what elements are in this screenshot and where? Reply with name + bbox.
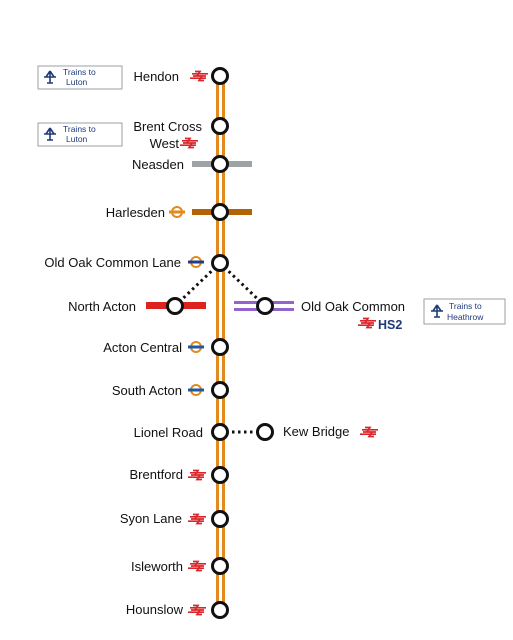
station-label-brentford: Brentford (130, 467, 183, 482)
station-label-south-acton: South Acton (112, 383, 182, 398)
station-label-old-oak-common: Old Oak Common (301, 299, 405, 314)
national-rail-icon (188, 513, 206, 525)
hs2-badge: HS2 (378, 318, 402, 332)
link-north-acton (173, 261, 222, 308)
airport-box-heathrow: Trains to Heathrow (423, 298, 506, 325)
station-label-isleworth: Isleworth (131, 559, 183, 574)
airport-box-line-2: Heathrow (447, 312, 484, 322)
station-marker-kew-bridge (256, 423, 274, 441)
station-label-harlesden: Harlesden (106, 205, 165, 220)
station-label-lionel-road: Lionel Road (134, 425, 203, 440)
station-marker-lionel-road (211, 423, 229, 441)
airport-box-line-1: Trains to (449, 301, 482, 311)
station-label-acton-central: Acton Central (103, 340, 182, 355)
airport-box-line-2: Luton (66, 134, 88, 144)
national-rail-icon (190, 70, 208, 82)
airplane-icon (44, 70, 56, 84)
station-marker-harlesden (211, 203, 229, 221)
station-label-neasden: Neasden (132, 157, 184, 172)
airplane-icon (431, 304, 443, 318)
station-label-brent-cross-west-1: Brent Cross (133, 119, 202, 134)
station-label-syon-lane: Syon Lane (120, 511, 182, 526)
national-rail-icon (188, 469, 206, 481)
station-label-kew-bridge: Kew Bridge (283, 424, 349, 439)
station-marker-neasden (211, 155, 229, 173)
roundel-icons (169, 206, 204, 396)
station-marker-hendon (211, 67, 229, 85)
airport-box-luton-1: Trains to Luton (37, 65, 123, 90)
station-marker-brent-cross-west (211, 117, 229, 135)
station-marker-hounslow (211, 601, 229, 619)
national-rail-icon (358, 317, 376, 329)
station-marker-syon-lane (211, 510, 229, 528)
station-label-hendon: Hendon (133, 69, 179, 84)
station-marker-south-acton (211, 381, 229, 399)
overground-roundel-icon (188, 341, 204, 353)
airplane-icon (44, 127, 56, 141)
national-rail-icon (360, 426, 378, 438)
station-label-brent-cross-west-2: West (150, 136, 180, 151)
national-rail-icon (188, 604, 206, 616)
station-marker-old-oak-common-lane (211, 254, 229, 272)
airport-box-line-1: Trains to (63, 124, 96, 134)
national-rail-icon (180, 137, 198, 149)
overground-roundel-icon (188, 384, 204, 396)
station-label-hounslow: Hounslow (126, 602, 184, 617)
station-marker-north-acton (166, 297, 184, 315)
national-rail-icon (188, 560, 206, 572)
airport-box-line-1: Trains to (63, 67, 96, 77)
station-marker-brentford (211, 466, 229, 484)
airport-box-luton-2: Trains to Luton (37, 122, 123, 147)
station-marker-acton-central (211, 338, 229, 356)
station-label-old-oak-common-lane: Old Oak Common Lane (44, 255, 181, 270)
overground-roundel-icon (188, 256, 204, 268)
station-marker-old-oak-common (256, 297, 274, 315)
link-old-oak-common (218, 261, 267, 308)
station-label-north-acton: North Acton (68, 299, 136, 314)
airport-box-line-2: Luton (66, 77, 88, 87)
station-marker-isleworth (211, 557, 229, 575)
overground-roundel-icon (169, 206, 185, 218)
station-markers (166, 67, 274, 619)
national-rail-icons (180, 70, 378, 616)
